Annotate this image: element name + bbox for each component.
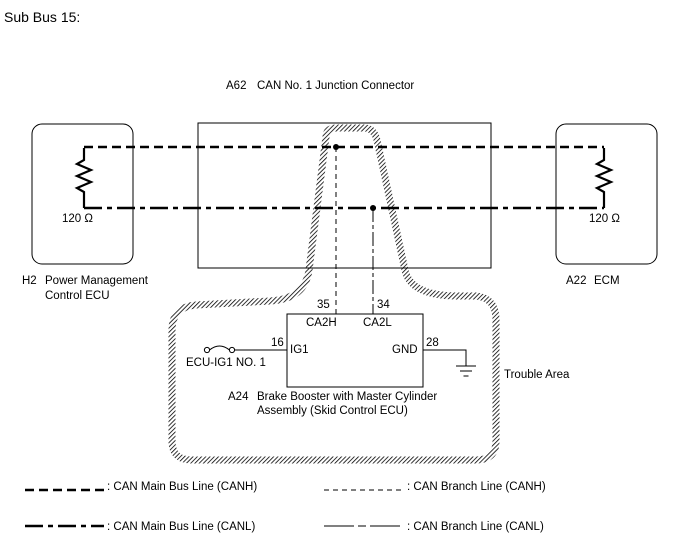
fuse-icon (203, 345, 236, 354)
legend-main-canh-label: : CAN Main Bus Line (CANH) (107, 481, 257, 493)
page-title: Sub Bus 15: (4, 9, 80, 25)
pin-ig1-number: 16 (271, 337, 284, 349)
trouble-area-label: Trouble Area (504, 369, 570, 381)
legend-branch-canh-label: : CAN Branch Line (CANH) (407, 481, 546, 493)
left-ecu-code: H2 (22, 275, 37, 287)
left-ecu-name-line2: Control ECU (45, 290, 110, 302)
trouble-area-outline (168, 124, 500, 464)
right-ecu-name: ECM (594, 275, 620, 287)
junction-connector-code: A62 (226, 80, 246, 92)
ground-icon (456, 365, 476, 377)
junction-connector-name: CAN No. 1 Junction Connector (257, 80, 414, 92)
brake-ecu-code: A24 (228, 391, 249, 403)
left-ecu-box (31, 123, 134, 265)
junction-connector-box (197, 122, 492, 269)
pin-gnd-label: GND (392, 344, 418, 356)
left-resistor-label: 120 Ω (62, 213, 93, 225)
fuse-label: ECU-IG1 NO. 1 (186, 357, 266, 369)
right-ecu-code: A22 (566, 275, 586, 287)
pin-ca2l-label: CA2L (363, 317, 392, 329)
legend-branch-canl-label: : CAN Branch Line (CANL) (407, 521, 544, 533)
right-resistor (594, 148, 614, 208)
pin-gnd-number: 28 (426, 337, 439, 349)
left-ecu-name-line1: Power Management (45, 275, 149, 287)
right-ecu-box (555, 123, 658, 265)
pin-ca2h-number: 35 (317, 299, 330, 311)
pin-ca2l-number: 34 (377, 299, 390, 311)
brake-ecu-name-line2: Assembly (Skid Control ECU) (257, 405, 408, 417)
legend-main-canl-label: : CAN Main Bus Line (CANL) (107, 521, 255, 533)
left-resistor (74, 148, 94, 208)
brake-ecu-name-line1: Brake Booster with Master Cylinder (257, 391, 437, 403)
pin-ig1-label: IG1 (290, 344, 309, 356)
gnd-wire (423, 349, 467, 366)
pin-ca2h-label: CA2H (306, 317, 337, 329)
right-resistor-label: 120 Ω (589, 213, 620, 225)
